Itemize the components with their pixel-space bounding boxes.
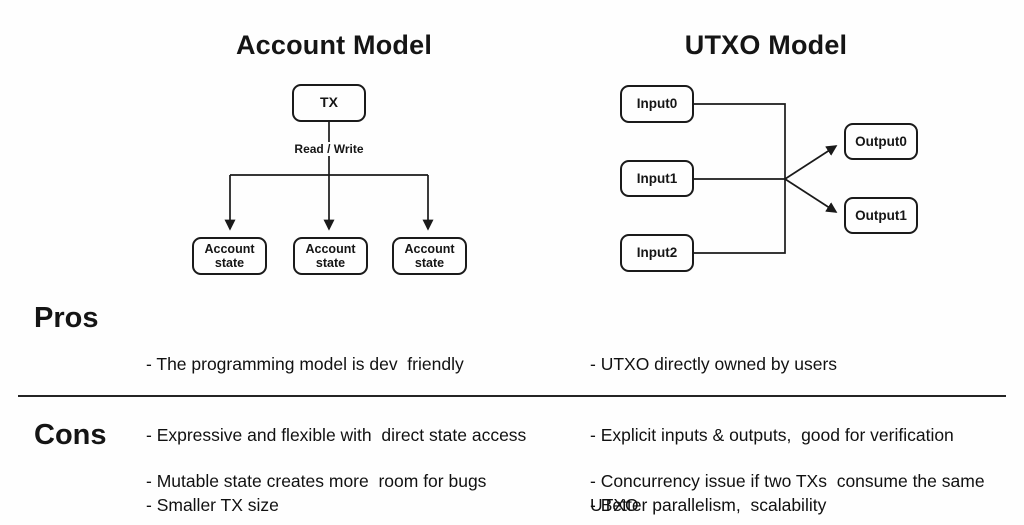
list-item: - Better parallelism, scalability (590, 495, 827, 515)
list-item: - Explicit inputs & outputs, good for ve… (590, 424, 954, 445)
list-item: - Concurrency issue if two TXs consume t… (590, 471, 990, 515)
list-item: - The programming model is dev friendly (146, 354, 464, 374)
read-write-edge-label-text: Read / Write (291, 142, 367, 156)
read-write-edge-label: Read / Write (269, 142, 389, 156)
list-item: - UTXO directly owned by users (590, 354, 838, 374)
pros-heading: Pros (34, 302, 99, 334)
pros-account-list: - The programming model is dev friendly … (146, 306, 586, 525)
list-item: - Expressive and flexible with direct st… (146, 424, 527, 445)
pros-utxo-list: - UTXO directly owned by users - Explici… (590, 306, 1020, 525)
account-state-node: Account state (293, 237, 368, 275)
cons-account-list: - Mutable state creates more room for bu… (146, 423, 586, 525)
account-state-node: Account state (392, 237, 467, 275)
arrow-to-output0 (784, 145, 838, 180)
utxo-model-title: UTXO Model (684, 30, 848, 60)
tx-node: TX (292, 84, 366, 122)
arrow-to-output1 (784, 178, 838, 213)
list-item: - Mutable state creates more room for bu… (146, 471, 487, 491)
cons-utxo-list: - Concurrency issue if two TXs consume t… (590, 423, 987, 525)
cons-heading: Cons (34, 419, 107, 451)
output1-node: Output1 (844, 197, 918, 234)
output0-node: Output0 (844, 123, 918, 160)
account-model-title: Account Model (235, 30, 433, 60)
section-divider (18, 395, 1006, 397)
input1-node: Input1 (620, 160, 694, 197)
list-item: - Smaller TX size (146, 495, 279, 515)
input0-node: Input0 (620, 85, 694, 123)
input2-node: Input2 (620, 234, 694, 272)
account-state-node: Account state (192, 237, 267, 275)
utxo-collector-line (694, 103, 786, 254)
